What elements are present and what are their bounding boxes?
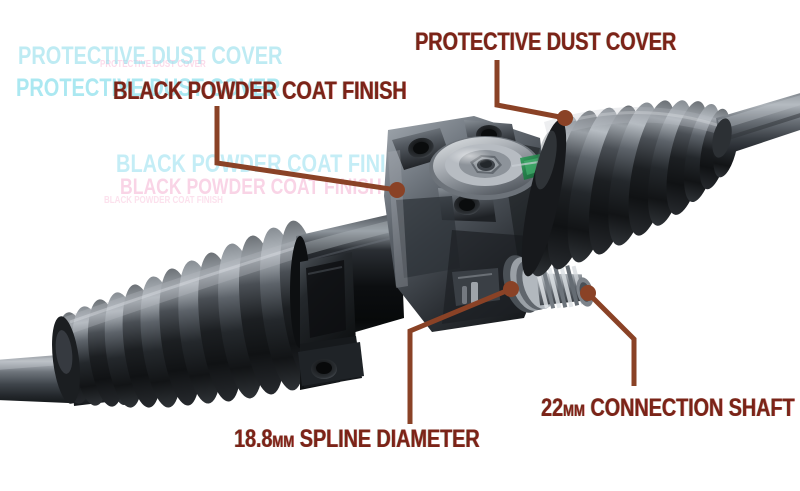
- callout-label-spline-diameter: 18.8MM SPLINE DIAMETER: [234, 427, 480, 452]
- valve-cap: [429, 136, 553, 200]
- leader-line-black-powder-coat-finish: [214, 106, 398, 193]
- left-bellows-boot: [52, 220, 330, 408]
- callout-unit-connection-shaft: MM: [562, 402, 585, 420]
- leader-line-connection-shaft: [586, 291, 637, 386]
- leader-dot-protective-dust-cover: [557, 110, 573, 126]
- leader-lines: [214, 60, 637, 424]
- leader-dot-black-powder-coat-finish: [389, 182, 405, 198]
- callout-unit-spline-diameter: MM: [272, 433, 295, 451]
- leader-dot-connection-shaft: [580, 285, 596, 301]
- leader-line-protective-dust-cover: [494, 60, 566, 121]
- leader-line-spline-diameter: [407, 286, 512, 424]
- callout-value-spline-diameter: 18.8: [234, 425, 273, 453]
- right-tie-rod-shaft: [712, 93, 800, 158]
- callout-value-connection-shaft: 22: [541, 394, 563, 422]
- callout-text-black-powder-coat-finish: BLACK POWDER COAT FINISH: [113, 77, 407, 105]
- callout-label-connection-shaft: 22MM CONNECTION SHAFT: [541, 394, 795, 422]
- mounting-bracket: [298, 252, 364, 390]
- callout-text-connection-shaft: CONNECTION SHAFT: [584, 394, 795, 422]
- callout-label-protective-dust-cover: PROTECTIVE DUST COVER: [415, 30, 676, 55]
- callout-text-protective-dust-cover: PROTECTIVE DUST COVER: [415, 28, 677, 56]
- right-bellows-boot: [521, 100, 739, 277]
- callout-text-spline-diameter: SPLINE DIAMETER: [294, 425, 480, 453]
- leader-dot-spline-diameter: [503, 281, 519, 297]
- leader-dots: [389, 110, 596, 301]
- callout-label-black-powder-coat-finish: BLACK POWDER COAT FINISH: [113, 79, 407, 104]
